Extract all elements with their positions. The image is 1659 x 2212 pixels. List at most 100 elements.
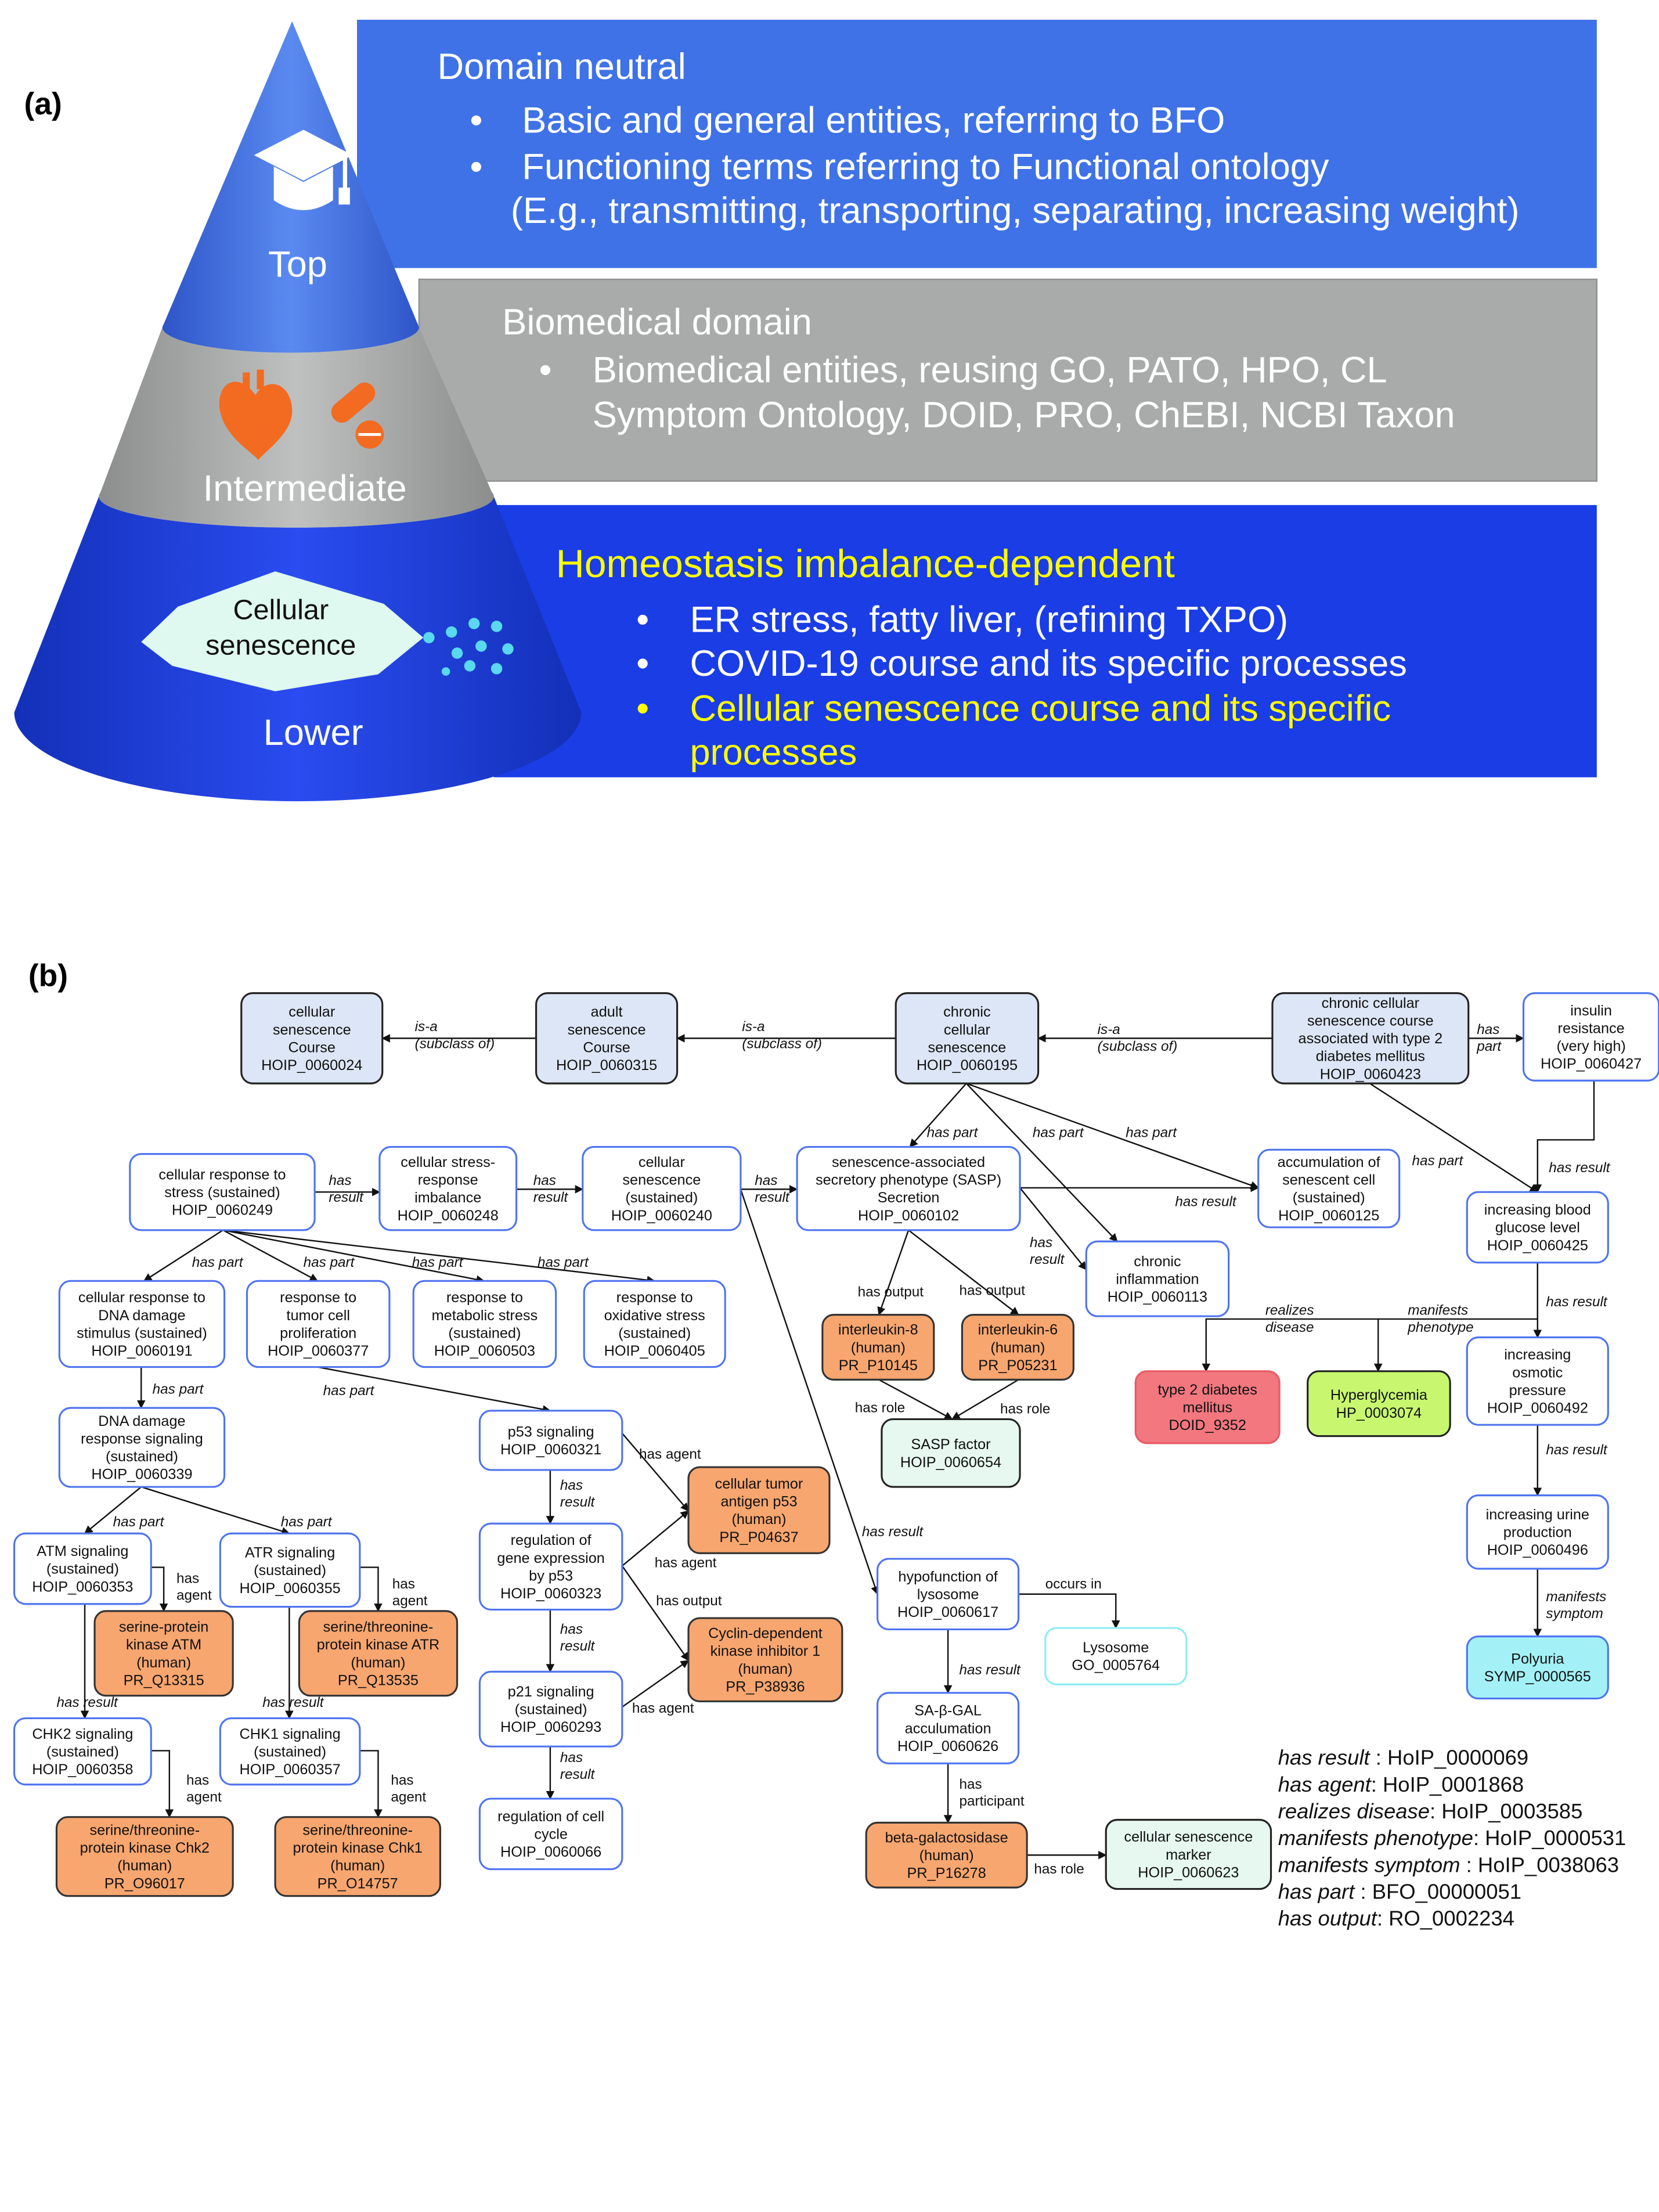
node-hoip[interactable]: cellular stress-responseimbalanceHOIP_00… <box>378 1145 518 1231</box>
node-box[interactable] <box>961 1314 1074 1381</box>
node-box[interactable] <box>13 1532 152 1605</box>
node-box[interactable] <box>478 1670 623 1748</box>
node-box[interactable] <box>1466 1336 1609 1426</box>
node-box[interactable] <box>1307 1370 1451 1438</box>
node-box[interactable] <box>55 1816 234 1897</box>
node-box[interactable] <box>895 992 1040 1085</box>
node-protein[interactable]: beta-galactosidase(human)PR_P16278 <box>865 1821 1028 1889</box>
node-box[interactable] <box>1105 1818 1272 1890</box>
node-box[interactable] <box>13 1717 152 1786</box>
node-hoip[interactable]: ATM signaling(sustained)HOIP_0060353 <box>13 1532 152 1605</box>
node-hoip[interactable]: CHK1 signaling(sustained)HOIP_0060357 <box>219 1717 361 1786</box>
node-box[interactable] <box>478 1410 623 1471</box>
node-box[interactable] <box>219 1532 361 1608</box>
node-protein[interactable]: serine/threonine-protein kinase Chk2(hum… <box>55 1816 234 1897</box>
node-label: PR_P05231 <box>978 1357 1057 1374</box>
node-box[interactable] <box>219 1717 361 1786</box>
node-box[interactable] <box>478 1797 623 1871</box>
node-box[interactable] <box>58 1407 226 1488</box>
node-box[interactable] <box>1257 1148 1401 1229</box>
node-box[interactable] <box>478 1522 623 1611</box>
node-protein[interactable]: serine/threonine-protein kinase Chk1(hum… <box>274 1816 441 1897</box>
node-box[interactable] <box>877 1558 1020 1631</box>
node-hoip[interactable]: CHK2 signaling(sustained)HOIP_0060358 <box>13 1717 152 1786</box>
node-box[interactable] <box>821 1314 935 1381</box>
node-hoip[interactable]: cellularsenescence(sustained)HOIP_006024… <box>582 1145 742 1231</box>
edge-arrow <box>740 1188 879 1595</box>
node-box[interactable] <box>687 1466 831 1554</box>
node-protein[interactable]: serine/threonine-protein kinase ATR(huma… <box>298 1610 459 1697</box>
node-box[interactable] <box>412 1280 557 1368</box>
node-box[interactable] <box>583 1280 726 1368</box>
node-label: PR_P10145 <box>839 1357 918 1374</box>
edge-label: has result <box>1546 1294 1608 1310</box>
banner-homeostasis <box>493 505 1597 777</box>
node-box[interactable] <box>246 1280 391 1368</box>
edge-n4-n11: has part <box>1369 1083 1539 1193</box>
node-label: GO_0005764 <box>1072 1658 1160 1674</box>
domain-neutral-bullet-1: Basic and general entities, referring to… <box>522 100 1225 140</box>
edge-label: has part <box>113 1514 165 1530</box>
node-box[interactable] <box>93 1610 234 1697</box>
node-box[interactable] <box>240 992 384 1085</box>
panel-b-label: (b) <box>28 959 68 993</box>
node-protein[interactable]: interleukin-8(human)PR_P10145 <box>821 1314 935 1381</box>
node-box[interactable] <box>58 1280 226 1368</box>
node-box[interactable] <box>1466 1494 1609 1570</box>
node-label: HOIP_0060249 <box>172 1202 273 1219</box>
node-box[interactable] <box>582 1145 742 1231</box>
node-protein[interactable]: interleukin-6(human)PR_P05231 <box>961 1314 1074 1381</box>
node-box[interactable] <box>1085 1240 1230 1317</box>
node-box[interactable] <box>274 1816 441 1897</box>
node-box[interactable] <box>796 1145 1021 1231</box>
node-box[interactable] <box>881 1418 1021 1488</box>
node-box[interactable] <box>378 1145 518 1231</box>
node-box[interactable] <box>1466 1635 1609 1700</box>
edge-n23-n27: has part <box>84 1486 165 1534</box>
node-hoip[interactable]: p21 signaling(sustained)HOIP_0060293 <box>478 1670 623 1748</box>
node-box[interactable] <box>1466 1191 1609 1264</box>
node-box[interactable] <box>1044 1627 1188 1685</box>
node-hoip[interactable]: ATR signaling(sustained)HOIP_0060355 <box>219 1532 361 1608</box>
node-box[interactable] <box>298 1610 459 1697</box>
node-box[interactable] <box>687 1617 843 1702</box>
node-box[interactable] <box>535 992 679 1085</box>
node-box[interactable] <box>877 1692 1020 1764</box>
node-box[interactable] <box>129 1153 316 1231</box>
node-label: proliferation <box>280 1325 356 1341</box>
node-box[interactable] <box>1271 992 1470 1085</box>
node-box[interactable] <box>1134 1370 1281 1444</box>
node-box[interactable] <box>865 1821 1028 1889</box>
